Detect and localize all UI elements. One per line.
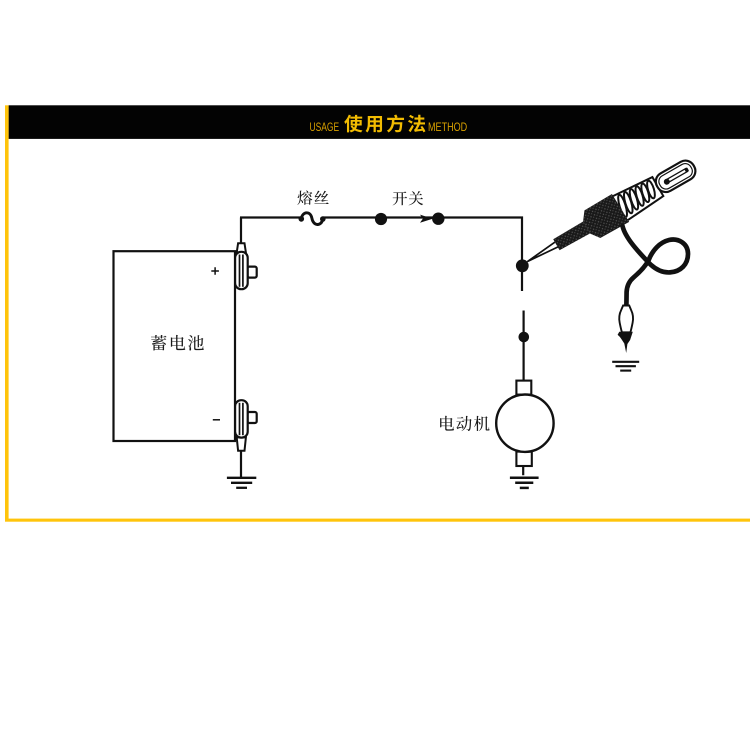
- svg-text:USAGE: USAGE: [310, 121, 340, 134]
- svg-text:METHOD: METHOD: [428, 121, 467, 134]
